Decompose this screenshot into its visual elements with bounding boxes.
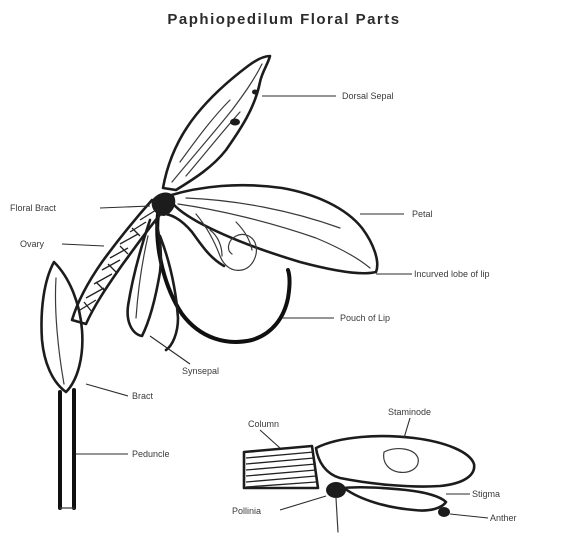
label-synsepal: Synsepal: [182, 366, 219, 376]
ovary-hatching: [80, 210, 156, 312]
label-floral-bract: Floral Bract: [10, 203, 57, 213]
staminode-shape: [316, 436, 474, 486]
petal-vein: [186, 198, 340, 228]
petal-vein: [178, 204, 370, 268]
dorsal-sepal-vein: [172, 64, 262, 182]
label-bract: Bract: [132, 391, 154, 401]
label-ovary: Ovary: [20, 239, 45, 249]
ovary-shape: [72, 200, 164, 324]
dorsal-sepal-spot: [230, 119, 240, 126]
label-petal: Petal: [412, 209, 433, 219]
flower-drawing: [42, 56, 378, 508]
bract-vein: [55, 278, 64, 384]
label-staminode: Staminode: [388, 407, 431, 417]
label-pollinia: Pollinia: [232, 506, 261, 516]
column-detail-stalk: [336, 498, 338, 532]
pollinia-mass: [326, 482, 346, 498]
dorsal-sepal-spot: [252, 90, 258, 95]
label-pouch-of-lip: Pouch of Lip: [340, 313, 390, 323]
label-dorsal-sepal: Dorsal Sepal: [342, 91, 394, 101]
label-lobe-of-lip: Incurved lobe of lip: [414, 269, 490, 279]
stigma-shape: [344, 487, 446, 510]
dorsal-sepal-shape: [163, 56, 270, 190]
label-anther: Anther: [490, 513, 517, 523]
label-column: Column: [248, 419, 279, 429]
label-stigma: Stigma: [472, 489, 500, 499]
staminode-shape: [384, 449, 419, 473]
column-detail-drawing: [244, 436, 474, 532]
leader-lines: [62, 96, 488, 518]
diagram-title: Paphiopedilum Floral Parts: [167, 11, 400, 28]
anther-mass: [438, 507, 450, 517]
incurved-lobe-shape: [196, 214, 256, 270]
label-peduncle: Peduncle: [132, 449, 170, 459]
column-stalk-hatching: [246, 452, 316, 487]
